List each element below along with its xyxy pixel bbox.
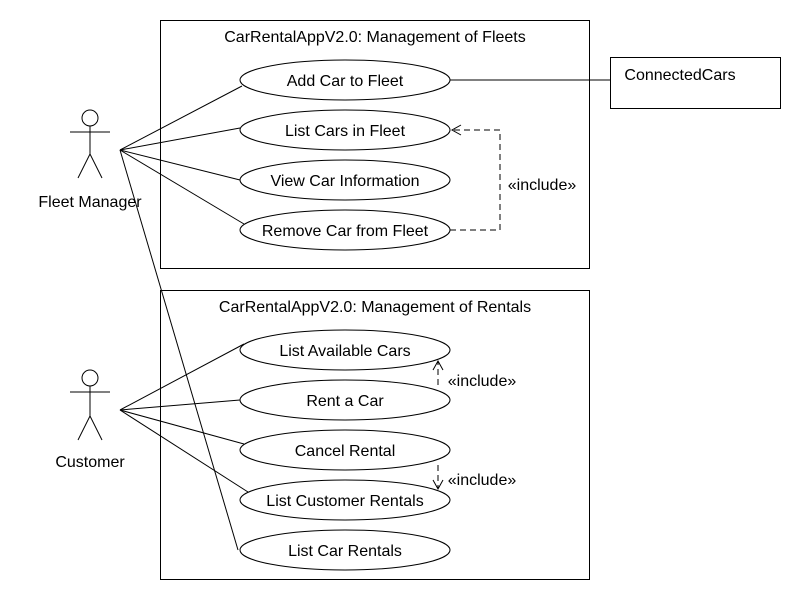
use-case-label: Rent a Car xyxy=(306,393,384,410)
use-case-label: View Car Information xyxy=(270,173,419,190)
include-label-cancel: «include» xyxy=(448,472,517,489)
use-case-list-customer-rentals[interactable]: List Customer Rentals xyxy=(239,479,451,521)
actor-label-fleet-manager: Fleet Manager xyxy=(38,194,142,211)
use-case-view-car[interactable]: View Car Information xyxy=(239,159,451,201)
use-case-label: Cancel Rental xyxy=(295,443,396,460)
use-case-remove-car[interactable]: Remove Car from Fleet xyxy=(239,209,451,251)
system-title-rentals: CarRentalAppV2.0: Management of Rentals xyxy=(219,299,531,316)
include-relation-rent: «include» xyxy=(432,359,517,390)
include-label-rent: «include» xyxy=(448,373,517,390)
use-case-cancel-rental[interactable]: Cancel Rental xyxy=(239,429,451,471)
use-case-label: List Cars in Fleet xyxy=(285,123,406,140)
use-case-list-car-rentals[interactable]: List Car Rentals xyxy=(239,529,451,571)
fleet-manager-associations xyxy=(119,85,245,551)
use-case-label: List Customer Rentals xyxy=(266,493,423,510)
connected-cars-label: ConnectedCars xyxy=(624,67,735,84)
use-case-add-car[interactable]: Add Car to Fleet xyxy=(239,59,451,101)
include-relation-cancel: «include» xyxy=(432,465,517,491)
stick-figure-icon xyxy=(70,109,110,179)
stick-figure-icon xyxy=(70,369,110,441)
use-case-list-available[interactable]: List Available Cars xyxy=(239,329,451,371)
include-relation-fleet: «include» xyxy=(450,124,577,231)
use-case-rent-car[interactable]: Rent a Car xyxy=(239,379,451,421)
use-case-list-cars[interactable]: List Cars in Fleet xyxy=(239,109,451,151)
actor-customer[interactable]: Customer xyxy=(55,369,125,471)
use-case-label: Add Car to Fleet xyxy=(287,73,404,90)
actor-fleet-manager[interactable]: Fleet Manager xyxy=(38,109,142,211)
use-case-label: Remove Car from Fleet xyxy=(262,223,429,240)
customer-associations xyxy=(119,343,249,493)
use-case-label: List Available Cars xyxy=(279,343,410,360)
include-label-fleet: «include» xyxy=(508,177,577,194)
use-case-label: List Car Rentals xyxy=(288,543,402,560)
actor-label-customer: Customer xyxy=(55,454,125,471)
system-title-fleets: CarRentalAppV2.0: Management of Fleets xyxy=(224,29,526,46)
external-system-connected-cars: ConnectedCars xyxy=(610,57,781,109)
